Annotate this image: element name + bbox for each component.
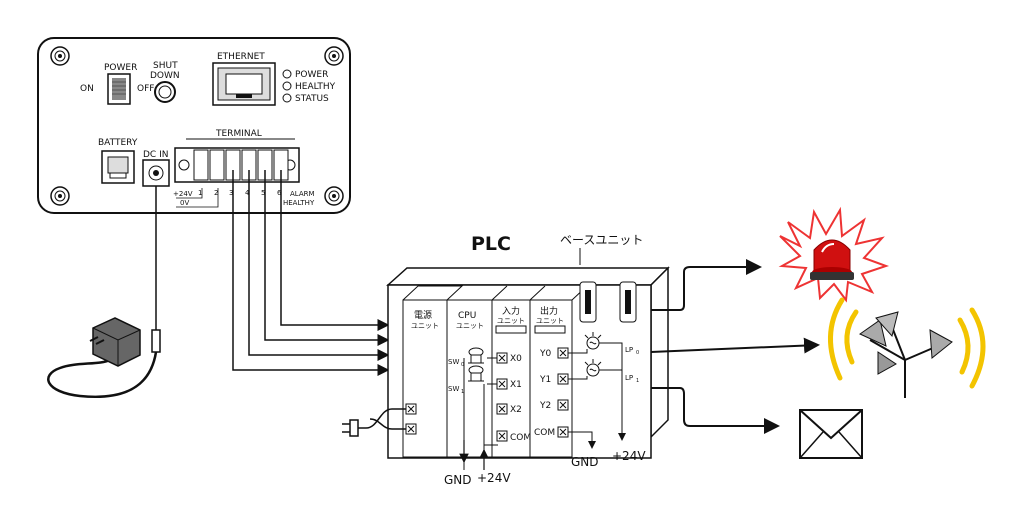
input-unit-sub: ユニット	[497, 317, 525, 325]
dc-in-label: DC IN	[143, 150, 168, 160]
output-y1: Y1	[539, 375, 551, 385]
lp0-sub: 0	[636, 350, 639, 356]
lp1-label: LP	[625, 374, 633, 382]
pin-2-label: 2	[214, 189, 218, 197]
status-leds	[282, 69, 292, 103]
off-label: OFF	[137, 84, 154, 94]
power-unit-sub: ユニット	[411, 322, 439, 330]
power-switch[interactable]	[107, 73, 131, 105]
ac-adapter-icon	[47, 186, 161, 398]
shutdown-label-1: SHUT	[153, 61, 178, 71]
terminal-label: TERMINAL	[215, 129, 262, 139]
gnd-left-label: GND	[444, 473, 472, 487]
plus24v-left-label: +24V	[477, 471, 511, 485]
signal-wires	[232, 170, 390, 376]
cpu-switch-sw0[interactable]	[468, 347, 484, 364]
warning-light-icon	[778, 206, 890, 303]
mail-icon	[799, 409, 863, 459]
speaker-icon	[828, 297, 986, 398]
cpu-unit-sub: ユニット	[456, 322, 484, 330]
output-y0: Y0	[539, 349, 551, 359]
input-terminals	[496, 352, 508, 442]
lamp-lp0-icon	[584, 332, 602, 350]
input-com: COM	[510, 433, 531, 443]
on-label: ON	[80, 84, 94, 94]
lp1-sub: 1	[636, 378, 639, 384]
input-x1: X1	[510, 380, 522, 390]
sw1-sub: 1	[461, 389, 464, 395]
gnd-right-label: GND	[571, 455, 599, 469]
output-unit-label: 出力	[540, 305, 558, 317]
base-unit-label: ベースユニット	[560, 233, 643, 247]
sw1-label: SW	[448, 385, 459, 393]
output-y2: Y2	[539, 401, 551, 411]
shutdown-label-2: DOWN	[150, 71, 180, 81]
battery-connector	[101, 150, 135, 184]
input-x0: X0	[510, 354, 522, 364]
pin-6-label: 6	[277, 189, 282, 197]
cpu-unit-label: CPU	[458, 311, 476, 321]
lp0-label: LP	[625, 346, 633, 354]
sw0-sub: 0	[461, 362, 464, 368]
led-healthy-label: HEALTHY	[295, 82, 336, 92]
alarm-label: ALARM	[290, 190, 315, 198]
plus24v-right-label: +24V	[612, 449, 646, 463]
plc-title: PLC	[471, 233, 511, 255]
led-power-label: POWER	[295, 70, 328, 80]
pin-4-label: 4	[245, 189, 250, 197]
output-com: COM	[534, 428, 555, 438]
pin-3-label: 3	[229, 189, 233, 197]
terminal-block	[174, 147, 300, 183]
device-panel: POWER ON OFF SHUT DOWN ETHERNET POWER H	[37, 37, 351, 214]
sw0-label: SW	[448, 358, 459, 366]
output-arrows	[650, 259, 820, 434]
plc-unit	[386, 266, 670, 459]
cpu-switch-sw1[interactable]	[468, 365, 484, 382]
input-unit-label: 入力	[502, 305, 520, 317]
plus24v-label: +24V	[173, 190, 193, 198]
ac-plug-icon	[342, 408, 406, 437]
dc-in-jack[interactable]	[142, 159, 170, 187]
ethernet-label: ETHERNET	[217, 52, 265, 62]
pin-5-label: 5	[261, 189, 265, 197]
healthy-label: HEALTHY	[283, 199, 315, 207]
power-unit-label: 電源	[414, 310, 432, 321]
output-unit-sub: ユニット	[536, 317, 564, 325]
pin-1-label: 1	[198, 189, 202, 197]
battery-label: BATTERY	[98, 138, 138, 148]
led-status-label: STATUS	[295, 94, 329, 104]
zero-v-label: 0V	[180, 199, 189, 207]
ethernet-port[interactable]	[212, 62, 276, 106]
screw-icon	[50, 46, 344, 206]
input-x2: X2	[510, 405, 522, 415]
shutdown-button[interactable]	[154, 81, 176, 103]
power-label: POWER	[104, 63, 137, 73]
